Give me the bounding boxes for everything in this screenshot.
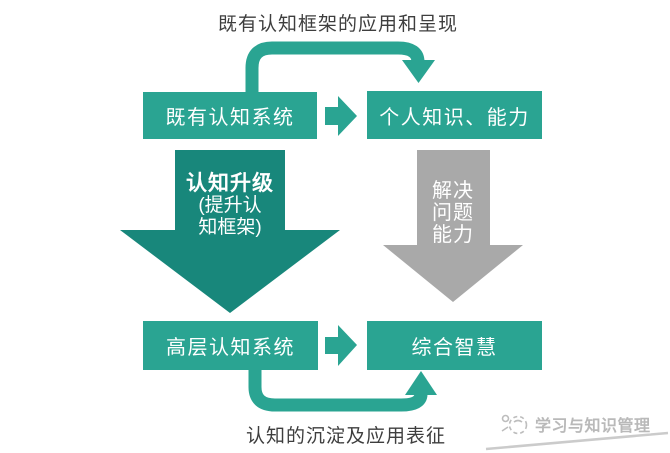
- top-feedback-arrowhead-icon: [402, 60, 435, 83]
- right-block-arrow-top-icon: [325, 96, 357, 136]
- problem-solving-line1: 解决: [432, 180, 474, 202]
- cognitive-upgrade-title: 认知升级: [186, 172, 274, 195]
- cognitive-upgrade-sub-line1: (提升认: [198, 195, 262, 216]
- box-higher-cognitive-system: 高层认知系统: [143, 321, 318, 370]
- problem-solving-label: 解决 问题 能力: [393, 180, 513, 246]
- problem-solving-line2: 问题: [432, 202, 474, 224]
- bottom-feedback-arc: [248, 370, 428, 412]
- cognitive-upgrade-label: 认知升级 (提升认 知框架): [155, 173, 305, 239]
- bottom-feedback-arrowhead-icon: [405, 371, 437, 395]
- problem-solving-down-arrow: [383, 150, 523, 302]
- cognitive-upgrade-sub-line2: 知框架): [198, 217, 262, 238]
- bottom-caption: 认知的沉淀及应用表征: [245, 426, 446, 447]
- watermark-text: 学习与知识管理: [535, 418, 651, 435]
- cognitive-upgrade-down-arrow: [120, 150, 340, 313]
- box-existing-cognitive-system: 既有认知系统: [143, 92, 317, 139]
- problem-solving-line3: 能力: [432, 224, 474, 246]
- box-integrated-wisdom: 综合智慧: [367, 321, 542, 370]
- top-feedback-arc: [245, 41, 425, 92]
- scribble-logo-icon: [501, 414, 528, 435]
- box-personal-knowledge-ability: 个人知识、能力: [367, 91, 542, 139]
- watermark: 学习与知识管理: [499, 410, 651, 438]
- top-caption: 既有认知框架的应用和呈现: [217, 14, 458, 35]
- right-block-arrow-bottom-icon: [325, 325, 357, 366]
- watermark-underline: [485, 431, 669, 451]
